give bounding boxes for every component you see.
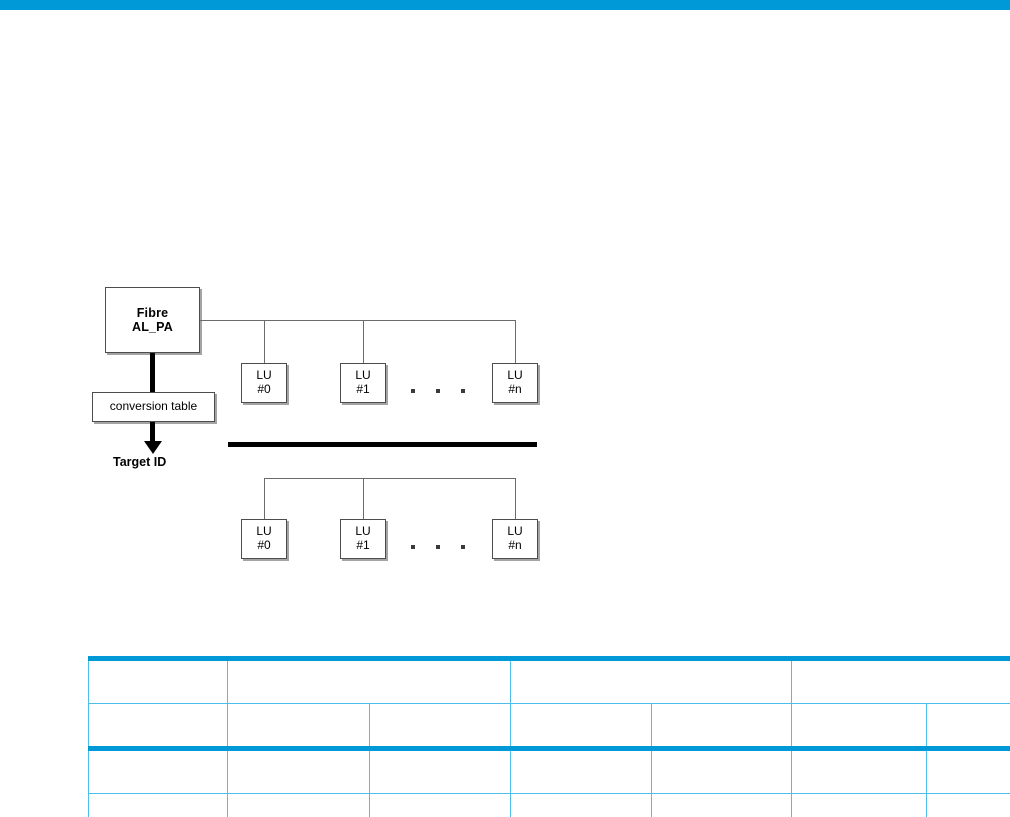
table-cell — [368, 746, 511, 794]
table-cell — [368, 703, 511, 749]
lu-top-ellipsis-icon — [411, 389, 465, 393]
top-lu0-drop-wire — [264, 320, 265, 363]
target-arrow-icon — [144, 441, 162, 454]
table-cell — [791, 746, 927, 794]
table-cell — [88, 746, 228, 794]
table-cell — [510, 793, 652, 817]
empty-layout-table — [88, 656, 1010, 817]
top-lu1-drop-wire — [363, 320, 364, 363]
lu-bottom-0-line2: #0 — [257, 538, 271, 552]
lu-bottom-1-line1: LU — [355, 524, 371, 539]
lu-node-bottom-1[interactable]: LU #1 — [340, 519, 386, 559]
lu-node-bottom-0[interactable]: LU #0 — [241, 519, 287, 559]
conversion-to-target-connector — [150, 422, 155, 442]
top-lun-drop-wire — [515, 320, 516, 363]
table-cell — [88, 703, 228, 749]
table-cell — [791, 703, 927, 749]
fibre-al-pa-node[interactable]: Fibre AL_PA — [105, 287, 200, 353]
table-cell — [227, 703, 370, 749]
conversion-table-label: conversion table — [109, 399, 198, 414]
table-cell — [791, 793, 927, 817]
bottom-lu1-drop-wire — [363, 478, 364, 519]
table-cell — [227, 793, 370, 817]
lu-top-0-line2: #0 — [257, 382, 271, 396]
table-cell — [650, 793, 792, 817]
table-cell — [791, 656, 1010, 704]
table-cell — [88, 793, 228, 817]
lu-top-1-line1: LU — [355, 368, 371, 383]
table-cell — [510, 746, 652, 794]
table-cell — [88, 656, 228, 704]
table-row — [88, 746, 1010, 794]
table-cell — [925, 703, 1010, 749]
bottom-lu0-drop-wire — [264, 478, 265, 519]
fibre-to-conversion-connector — [150, 353, 155, 392]
lu-node-top-0[interactable]: LU #0 — [241, 363, 287, 403]
lu-top-n-line2: #n — [508, 382, 522, 396]
table-cell — [227, 656, 511, 704]
lu-bottom-n-line1: LU — [507, 524, 523, 539]
table-row — [88, 793, 1010, 817]
table-row — [88, 703, 1010, 749]
lu-bottom-ellipsis-icon — [411, 545, 465, 549]
fibre-node-line1: Fibre — [136, 305, 169, 320]
table-cell — [925, 793, 1010, 817]
top-accent-bar — [0, 0, 1010, 10]
table-cell — [650, 703, 792, 749]
lu-top-1-line2: #1 — [356, 382, 370, 396]
fibre-channel-bus-line — [228, 442, 537, 447]
lu-bottom-0-line1: LU — [256, 524, 272, 539]
lu-bottom-1-line2: #1 — [356, 538, 370, 552]
bottom-lu-bus-horizontal — [264, 478, 516, 479]
lu-bottom-n-line2: #n — [508, 538, 522, 552]
table-row — [88, 656, 1010, 704]
table-cell — [650, 746, 792, 794]
conversion-table-node[interactable]: conversion table — [92, 392, 215, 422]
lu-node-bottom-n[interactable]: LU #n — [492, 519, 538, 559]
lu-top-n-line1: LU — [507, 368, 523, 383]
bottom-lun-drop-wire — [515, 478, 516, 519]
lu-top-0-line1: LU — [256, 368, 272, 383]
fibre-node-line2: AL_PA — [131, 320, 174, 334]
table-cell — [925, 746, 1010, 794]
fibre-al-pa-logical-unit-diagram: Fibre AL_PA conversion table Target ID L… — [92, 287, 538, 559]
lu-node-top-n[interactable]: LU #n — [492, 363, 538, 403]
target-id-caption: Target ID — [113, 455, 167, 469]
table-cell — [368, 793, 511, 817]
table-cell — [510, 703, 652, 749]
top-lu-bus-horizontal — [200, 320, 516, 321]
table-cell — [510, 656, 792, 704]
lu-node-top-1[interactable]: LU #1 — [340, 363, 386, 403]
table-cell — [227, 746, 370, 794]
table-body — [88, 656, 1010, 817]
